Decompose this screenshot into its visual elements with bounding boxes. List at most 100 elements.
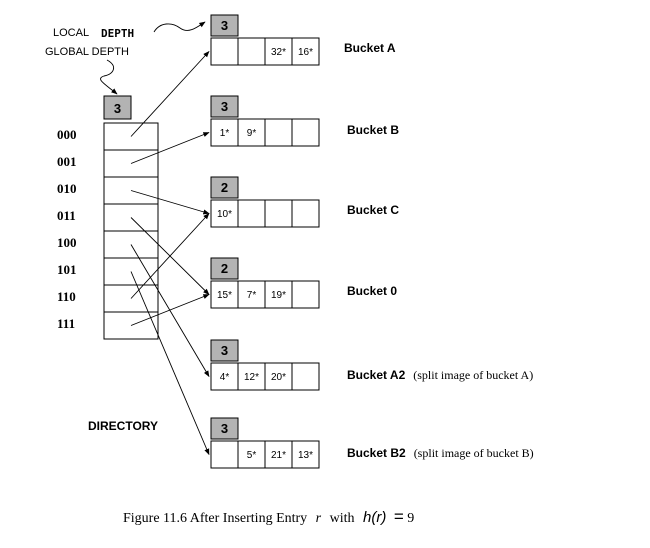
directory-slot-label: 111 (57, 316, 75, 331)
bucket-name: Bucket C (347, 203, 399, 217)
figure-caption: Figure 11.6 After Inserting Entry r with… (123, 507, 414, 526)
bucket-entry-cell (210, 199, 239, 228)
bucket-entry: 20* (271, 372, 286, 383)
bucket-local-depth-box (210, 176, 239, 199)
caption-var: r (316, 511, 322, 526)
bucket-entry: 15* (217, 290, 232, 301)
bucket-entry-cell (210, 440, 239, 469)
bucket-note: (split image of bucket A) (413, 368, 533, 382)
directory-slot-label: 110 (57, 289, 76, 304)
bucket: 3 5* 21* 13* Bucket B2 (split image of bucket… (210, 417, 534, 469)
bucket-entry: 1* (220, 128, 230, 139)
global-depth-box (103, 95, 132, 120)
pointer-arrow (130, 294, 210, 326)
bucket-entry: 21* (271, 450, 286, 461)
bucket-label: Bucket C (347, 203, 399, 217)
bucket: 3 32* 16* Bucket A (210, 14, 396, 66)
directory: 000 001 010 011 100 101 110 111 (57, 122, 159, 340)
bucket-entry-cell (264, 118, 293, 147)
bucket-local-depth: 2 (221, 180, 228, 195)
pointer-arrow (130, 51, 210, 137)
bucket-entry-cell (291, 118, 320, 147)
bucket-local-depth-box (210, 417, 239, 440)
bucket-name: Bucket A (344, 41, 396, 55)
bucket-entry: 10* (217, 209, 232, 220)
bucket: 3 4* 12* 20* Bucket A2 (split image of bucket… (210, 339, 533, 391)
caption-value: 9 (407, 511, 414, 526)
directory-slot-label: 000 (57, 127, 77, 142)
bucket-label: Bucket A2 (split image of bucket A) (347, 368, 533, 382)
directory-slot-label: 011 (57, 208, 76, 223)
global-depth-arrow (100, 59, 118, 95)
bucket-local-depth: 3 (221, 421, 228, 436)
bucket-entry-cell (237, 37, 266, 66)
bucket-entry: 32* (271, 47, 286, 58)
bucket-local-depth: 3 (221, 18, 228, 33)
bucket-entry-cell (237, 440, 266, 469)
bucket-entry-cell (291, 362, 320, 391)
bucket-name: Bucket A2 (347, 368, 406, 382)
bucket: 2 10* Bucket C (210, 176, 399, 228)
bucket-entry-cell (264, 362, 293, 391)
pointer-arrow (130, 190, 210, 215)
caption-prefix: Figure 11.6 After Inserting Entry (123, 511, 307, 526)
bucket-local-depth-box (210, 95, 239, 118)
pointers (130, 51, 210, 456)
directory-slot-label: 001 (57, 154, 77, 169)
pointer-arrow (130, 271, 210, 456)
bucket-entry: 12* (244, 372, 259, 383)
caption-func: h(r) (363, 509, 386, 526)
bucket: 2 15* 7* 19* Bucket 0 (210, 257, 397, 309)
caption-eq: = (394, 507, 404, 526)
bucket-entry: 4* (220, 372, 230, 383)
bucket-entry-cell (291, 199, 320, 228)
bucket-entry-cell (291, 440, 320, 469)
bucket-name: Bucket B2 (347, 446, 406, 460)
directory-slot-label: 101 (57, 262, 77, 277)
bucket-label: Bucket B2 (split image of bucket B) (347, 446, 534, 460)
bucket-entry-cell (264, 37, 293, 66)
local-depth-label-prefix: LOCAL (53, 27, 89, 39)
bucket-entry: 5* (247, 450, 257, 461)
directory-slot-label: 010 (57, 181, 77, 196)
bucket-label: Bucket B (347, 123, 399, 137)
bucket-label: Bucket A (344, 41, 396, 55)
bucket-entry-cell (291, 280, 320, 309)
bucket-entry-cell (210, 118, 239, 147)
bucket-name: Bucket 0 (347, 284, 397, 298)
global-depth-label: GLOBAL DEPTH (45, 46, 129, 58)
directory-label: DIRECTORY (88, 419, 158, 433)
bucket-entry-cell (291, 37, 320, 66)
bucket-entry: 9* (247, 128, 257, 139)
bucket-entry: 7* (247, 290, 257, 301)
pointer-arrow (130, 244, 210, 378)
caption-with: with (330, 511, 355, 526)
bucket-entry-cell (237, 199, 266, 228)
bucket-entry-cell (210, 280, 239, 309)
bucket-label: Bucket 0 (347, 284, 397, 298)
bucket-entry-cell (210, 37, 239, 66)
bucket-local-depth-box (210, 257, 239, 280)
global-depth-value: 3 (114, 101, 121, 116)
bucket-entry-cell (237, 362, 266, 391)
bucket-local-depth: 2 (221, 261, 228, 276)
bucket: 3 1* 9* Bucket B (210, 95, 399, 147)
bucket-note: (split image of bucket B) (414, 446, 534, 460)
bucket-entry-cell (264, 199, 293, 228)
bucket-entry-cell (210, 362, 239, 391)
bucket-local-depth: 3 (221, 99, 228, 114)
local-depth-arrow (153, 21, 206, 33)
bucket-entry: 13* (298, 450, 313, 461)
local-depth-label-word: DEPTH (101, 27, 134, 40)
bucket-entry: 16* (298, 47, 313, 58)
pointer-arrow (130, 213, 210, 299)
bucket-local-depth: 3 (221, 343, 228, 358)
pointer-arrow (130, 132, 210, 164)
bucket-name: Bucket B (347, 123, 399, 137)
directory-slot-label: 100 (57, 235, 77, 250)
bucket-entry: 19* (271, 290, 286, 301)
bucket-local-depth-box (210, 14, 239, 37)
bucket-entry-cell (264, 440, 293, 469)
